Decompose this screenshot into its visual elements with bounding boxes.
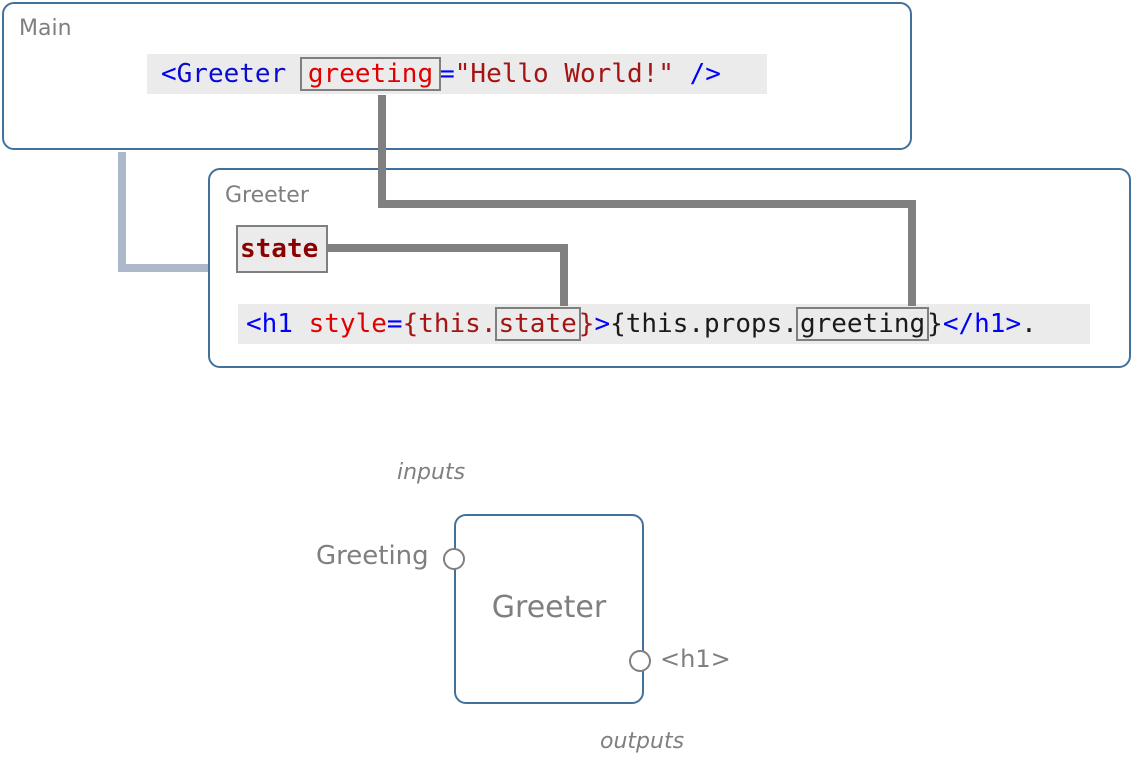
code-expr-close: }	[927, 309, 943, 339]
main-to-greeter-connector-vertical	[118, 152, 126, 272]
code-space	[286, 59, 302, 89]
code-h1-open: <h1	[246, 309, 309, 339]
greeting-wire-across	[378, 200, 916, 208]
state-box: state	[236, 225, 328, 273]
greeter-node	[454, 514, 644, 704]
code-component-tag: Greeter	[176, 59, 287, 89]
code-open-bracket: <	[161, 59, 177, 89]
state-wire-drop	[560, 244, 568, 306]
code-this-keyword: this.	[418, 309, 497, 339]
code-string-value: "Hello World!"	[454, 59, 674, 89]
code-greeting-ref: greeting	[795, 307, 930, 341]
code-gt: >	[594, 309, 611, 339]
state-wire-across	[328, 244, 568, 252]
greeter-code-line: <h1 style={this.state}>{this.props.greet…	[238, 304, 1090, 344]
code-state-ref: state	[494, 307, 581, 341]
greeter-node-title: Greeter	[491, 590, 607, 625]
code-greeting-attr: greeting	[299, 57, 442, 91]
main-to-greeter-connector-horizontal	[118, 264, 210, 272]
greeting-wire-down	[378, 95, 386, 208]
input-port-label: Greeting	[316, 541, 429, 571]
greeting-wire-drop	[908, 200, 916, 306]
outputs-label: outputs	[600, 729, 685, 754]
code-trailing-dot: .	[1021, 309, 1037, 339]
output-port-label: <h1>	[660, 645, 731, 673]
code-props-expr: {this.props.	[610, 309, 798, 339]
code-style-attr: style	[308, 309, 387, 339]
input-port[interactable]	[443, 548, 465, 570]
greeter-panel-title: Greeter	[225, 183, 309, 208]
code-self-close: />	[673, 59, 721, 89]
main-panel-title: Main	[19, 16, 72, 41]
code-style-equals: =	[386, 309, 403, 339]
main-code-line: <Greeter greeting="Hello World!" />	[147, 54, 767, 94]
output-port[interactable]	[629, 650, 651, 672]
inputs-label: inputs	[397, 460, 466, 485]
code-h1-close: </h1>	[942, 309, 1022, 339]
code-brace-close: }	[578, 309, 595, 339]
code-brace-open: {	[402, 309, 419, 339]
code-equals: =	[439, 59, 455, 89]
